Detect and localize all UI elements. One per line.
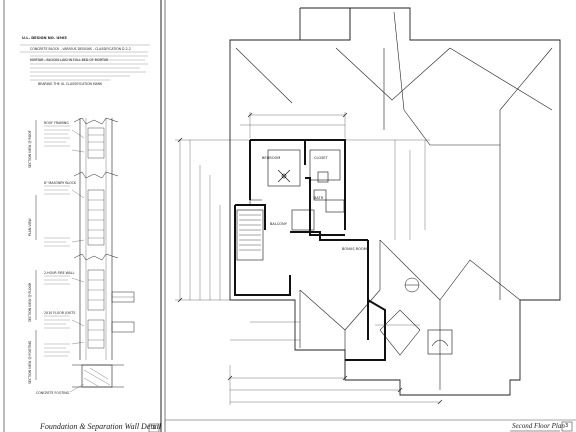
view-label-footing: SECTION VIEW @ FOOTING [28, 340, 32, 384]
room-label-bath: BATH [314, 196, 324, 200]
note-3: BEARING THE UL CLASSIFICATION MARK [38, 82, 103, 86]
plan-sheet-number: 3 [565, 423, 569, 429]
roof-outline [229, 7, 561, 396]
block-hatching [83, 134, 111, 387]
room-label-closet: CLOSET [314, 156, 328, 160]
ceiling-fan-icon [277, 169, 291, 183]
floor-plan-thin-walls [236, 149, 345, 261]
callout-text-lines [44, 125, 70, 357]
floor-plan-walls [234, 139, 386, 361]
right-title-block [510, 421, 573, 432]
callout-leaders [69, 129, 85, 393]
view-label-roof: SECTION VIEW @ ROOF [28, 130, 32, 168]
room-label-bedroom: BEDROOM [262, 156, 281, 160]
callout-fire-wall: 2-HOUR FIRE WALL [44, 271, 75, 275]
view-label-floor: SECTION VIEW @ FLOOR [28, 282, 32, 322]
dimension-ticks [177, 112, 443, 405]
notes-lines [20, 44, 150, 81]
dimension-lines [175, 112, 440, 405]
room-label-bonus-room: BONUS ROOM [342, 247, 367, 251]
left-title-block [148, 423, 160, 432]
view-label-plan: PLAN VIEW [28, 218, 32, 236]
left-sheet-title: Foundation & Separation Wall Detail [40, 422, 162, 431]
callout-masonry-block: 8" MASONRY BLOCK [44, 181, 76, 185]
notes-heading: U.L. DESIGN NO. U905 [22, 36, 67, 40]
callout-floor-joists: 2X10 FLOOR JOISTS [44, 311, 76, 315]
callout-footing: CONCRETE FOOTING [36, 391, 70, 395]
stair-treads [239, 214, 261, 251]
plan-title: Second Floor Plan [512, 422, 565, 430]
callout-roof-framing: ROOF FRAMING [44, 121, 69, 125]
sheet-frame [3, 0, 576, 432]
note-2: MORTAR - BLOCKS LAID IN FULL BED OF MORT… [30, 58, 109, 62]
wall-section-column [72, 117, 135, 388]
room-label-balcony: BALCONY [270, 222, 287, 226]
detail-bubble [404, 277, 420, 293]
note-1: CONCRETE BLOCK - VARIOUS DESIGNS - CLASS… [30, 47, 131, 51]
left-sheet-number: 3 [152, 425, 156, 431]
skylight-icon [427, 329, 453, 355]
